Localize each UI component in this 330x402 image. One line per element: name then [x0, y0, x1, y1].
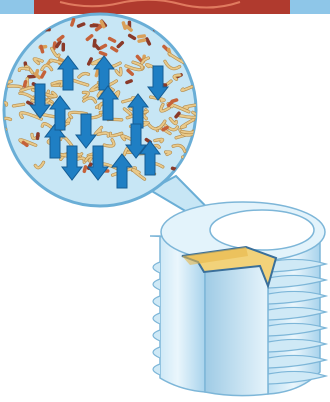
fitting-bore	[210, 210, 314, 250]
magnified-view	[0, 14, 211, 206]
thread-ridge	[153, 313, 160, 324]
bacterium	[90, 24, 99, 28]
bacterium	[33, 20, 42, 28]
fiber-outline	[188, 54, 197, 58]
fiber	[0, 150, 8, 156]
top-banner	[0, 0, 330, 14]
bacterium	[61, 43, 65, 52]
fiber-outline	[0, 150, 8, 156]
thread-ridge	[153, 364, 160, 375]
fiber-outline	[0, 75, 6, 79]
fiber-outline	[194, 150, 211, 157]
fiber	[0, 75, 6, 79]
bacterium	[175, 35, 180, 45]
thread-ridge	[153, 296, 160, 307]
thread-ridge	[153, 262, 160, 273]
bacterium	[178, 43, 187, 52]
fiber	[8, 86, 21, 87]
fiber	[188, 54, 197, 58]
threaded-fitting	[150, 202, 326, 396]
thread-ridge	[268, 371, 326, 384]
bacterium	[35, 17, 40, 26]
fitting-inner-bore	[205, 260, 268, 396]
thread-ridge	[153, 330, 160, 341]
fiber	[194, 150, 211, 157]
thread-ridges-left	[153, 262, 160, 375]
thread-ridge	[153, 347, 160, 358]
thread-ridge	[153, 279, 160, 290]
